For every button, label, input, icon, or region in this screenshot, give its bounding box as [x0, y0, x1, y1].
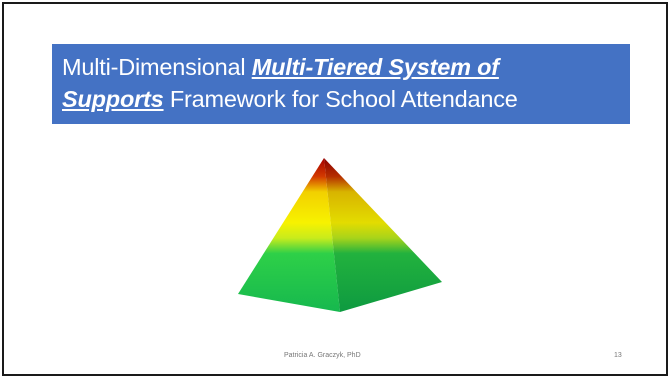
pyramid-front-face [238, 158, 340, 312]
mtss-pyramid-graphic [238, 158, 442, 312]
title-part-2: Framework for School Attendance [163, 86, 518, 112]
pyramid-side-face [324, 158, 442, 312]
title-part-1: Multi-Dimensional [62, 54, 252, 80]
slide-number: 13 [614, 352, 622, 359]
slide-title: Multi-Dimensional Multi-Tiered System of… [52, 44, 630, 124]
title-emphasis-line-1: Multi-Tiered System of [251, 54, 499, 80]
title-emphasis-line-2: Supports [62, 86, 164, 112]
footer-author: Patricia A. Graczyk, PhD [284, 352, 361, 359]
